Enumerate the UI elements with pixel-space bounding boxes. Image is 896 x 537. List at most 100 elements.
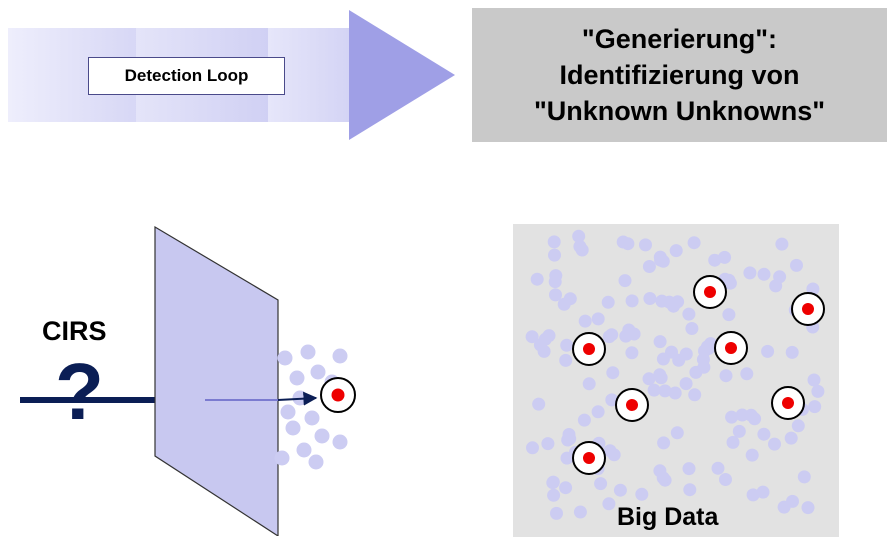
big-data-label: Big Data <box>617 503 719 531</box>
scatter-dot <box>670 426 684 440</box>
scatter-dot <box>625 294 639 308</box>
scatter-dot <box>643 292 657 305</box>
scatter-dot <box>533 338 547 352</box>
scatter-dot <box>688 388 702 402</box>
scatter-dot <box>546 476 560 490</box>
target-icon <box>572 332 606 366</box>
scatter-dot <box>594 477 608 491</box>
scatter-dot <box>530 272 544 286</box>
scatter-dot <box>811 384 825 398</box>
scatter-dot <box>653 368 667 382</box>
scatter-dot <box>642 372 656 386</box>
target-icon <box>771 386 805 420</box>
generation-box: "Generierung": Identifizierung von "Unkn… <box>472 8 887 142</box>
scatter-dot <box>573 505 587 519</box>
scatter-dot <box>668 386 682 400</box>
scatter-dot <box>682 307 696 321</box>
target-icon <box>693 275 727 309</box>
scatter-dot <box>621 237 635 251</box>
scatter-dot <box>602 497 616 511</box>
scatter-dot <box>807 373 821 387</box>
scatter-dot <box>559 481 573 495</box>
scatter-dot <box>289 370 305 386</box>
scatter-dot <box>654 253 668 267</box>
scatter-dot <box>300 344 316 360</box>
big-data-targets <box>572 275 825 475</box>
target-icon <box>615 388 649 422</box>
scatter-dot <box>718 250 732 264</box>
question-mark-icon: ? <box>55 347 104 436</box>
scatter-dot <box>549 288 562 302</box>
scatter-dot <box>548 248 561 262</box>
scatter-dot <box>310 364 326 380</box>
scatter-dot <box>285 420 301 436</box>
scatter-dot <box>722 308 736 322</box>
scatter-dot <box>711 461 725 475</box>
scatter-dot <box>280 404 296 420</box>
scatter-dot <box>756 485 770 499</box>
scatter-dot <box>786 494 799 508</box>
scatter-dot <box>801 501 815 515</box>
cirs-label: CIRS <box>42 316 107 346</box>
scatter-dot <box>605 328 619 342</box>
scatter-dot <box>704 337 718 351</box>
filter-plane <box>154 225 279 536</box>
scatter-dot <box>790 258 803 272</box>
scatter-dot <box>726 435 740 449</box>
scatter-dot <box>769 279 783 293</box>
output-arrow <box>277 391 318 406</box>
scatter-dot <box>697 360 711 374</box>
scatter-dot <box>658 384 672 398</box>
scatter-dot <box>797 470 811 484</box>
scatter-dot <box>547 488 561 502</box>
generation-line-1: "Generierung": <box>581 24 778 54</box>
scatter-dot <box>642 260 656 273</box>
scatter-dot <box>573 240 587 253</box>
scatter-dot <box>577 413 591 427</box>
scatter-dot <box>332 434 348 450</box>
scatter-dot <box>682 462 696 476</box>
scatter-dot <box>708 253 722 267</box>
scatter-dot <box>304 410 320 426</box>
scatter-dot <box>563 292 577 306</box>
scatter-dot <box>547 235 561 249</box>
scatter-dot <box>679 377 693 391</box>
scatter-dot <box>591 312 605 326</box>
scatter-dot <box>549 269 563 283</box>
scatter-dot <box>582 377 596 391</box>
scatter-dot <box>296 442 312 458</box>
target-icon <box>714 331 748 365</box>
scatter-dot <box>723 276 737 290</box>
scatter-dot <box>532 397 546 411</box>
scatter-dot <box>757 427 771 441</box>
scatter-dot <box>314 428 330 444</box>
scatter-dot <box>525 330 539 344</box>
scatter-dot <box>541 437 555 451</box>
scatter-dot <box>669 244 683 258</box>
scatter-dot <box>746 488 760 502</box>
scatter-dot <box>757 267 771 281</box>
scatter-dot <box>591 405 605 419</box>
scatter-dot <box>785 345 799 359</box>
scatter-dot <box>784 431 798 445</box>
scatter-dot <box>656 471 670 485</box>
scatter-dot <box>768 437 781 451</box>
scatter-dot <box>613 483 627 497</box>
scatter-dot <box>685 322 699 335</box>
scatter-dot <box>308 454 324 470</box>
scatter-dot <box>560 338 574 352</box>
scatter-dot <box>743 266 757 280</box>
scatter-dot <box>657 436 671 450</box>
scatter-dot <box>618 274 632 288</box>
scatter-dot <box>639 238 652 252</box>
scatter-dot <box>647 383 661 397</box>
scatter-dot <box>732 424 746 438</box>
scatter-dot <box>775 237 789 251</box>
scatter-dot <box>735 408 749 422</box>
generation-line-2: Identifizierung von <box>559 60 800 90</box>
scatter-dot <box>332 348 348 364</box>
scatter-dot <box>745 448 759 462</box>
scatter-dot <box>560 451 574 465</box>
